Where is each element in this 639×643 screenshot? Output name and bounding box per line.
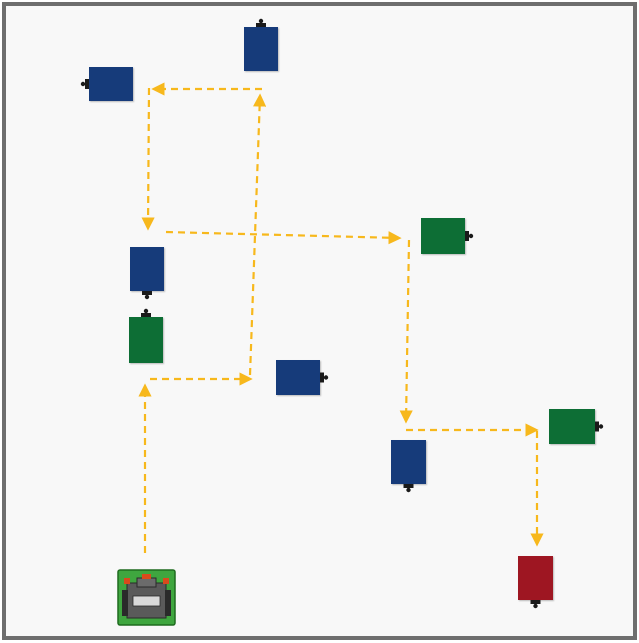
block-terminal [595,422,599,432]
block-body [518,556,553,600]
block-body [129,317,163,363]
block-terminal-dot [144,309,148,313]
block-terminal [142,291,152,295]
block-terminal [320,373,324,383]
block-body [130,247,164,291]
block-terminal-dot [469,234,473,238]
block-body [244,27,278,71]
block-terminal [256,23,266,27]
robot-head [137,578,156,587]
block-terminal [141,313,151,317]
block-terminal [404,484,414,488]
robot-light-right [163,578,169,584]
robot-light-center [142,574,151,579]
block-terminal-dot [406,488,410,492]
block-body [391,440,426,484]
block-terminal-dot [259,19,263,23]
block-body [276,360,320,395]
block-terminal-dot [324,375,328,379]
block-terminal-dot [533,604,537,608]
block-terminal [85,79,89,89]
block-body [549,409,595,444]
robot-track-left [122,590,128,616]
robot-track-right [165,590,171,616]
block-terminal-dot [81,82,85,86]
block-terminal-dot [145,295,149,299]
robot-light-left [124,578,130,584]
block-body [89,67,133,101]
block-terminal-dot [599,424,603,428]
block-terminal [531,600,541,604]
robot-panel [133,596,160,606]
block-body [421,218,465,254]
robot-start-icon[interactable] [118,570,175,625]
block-terminal [465,231,469,241]
